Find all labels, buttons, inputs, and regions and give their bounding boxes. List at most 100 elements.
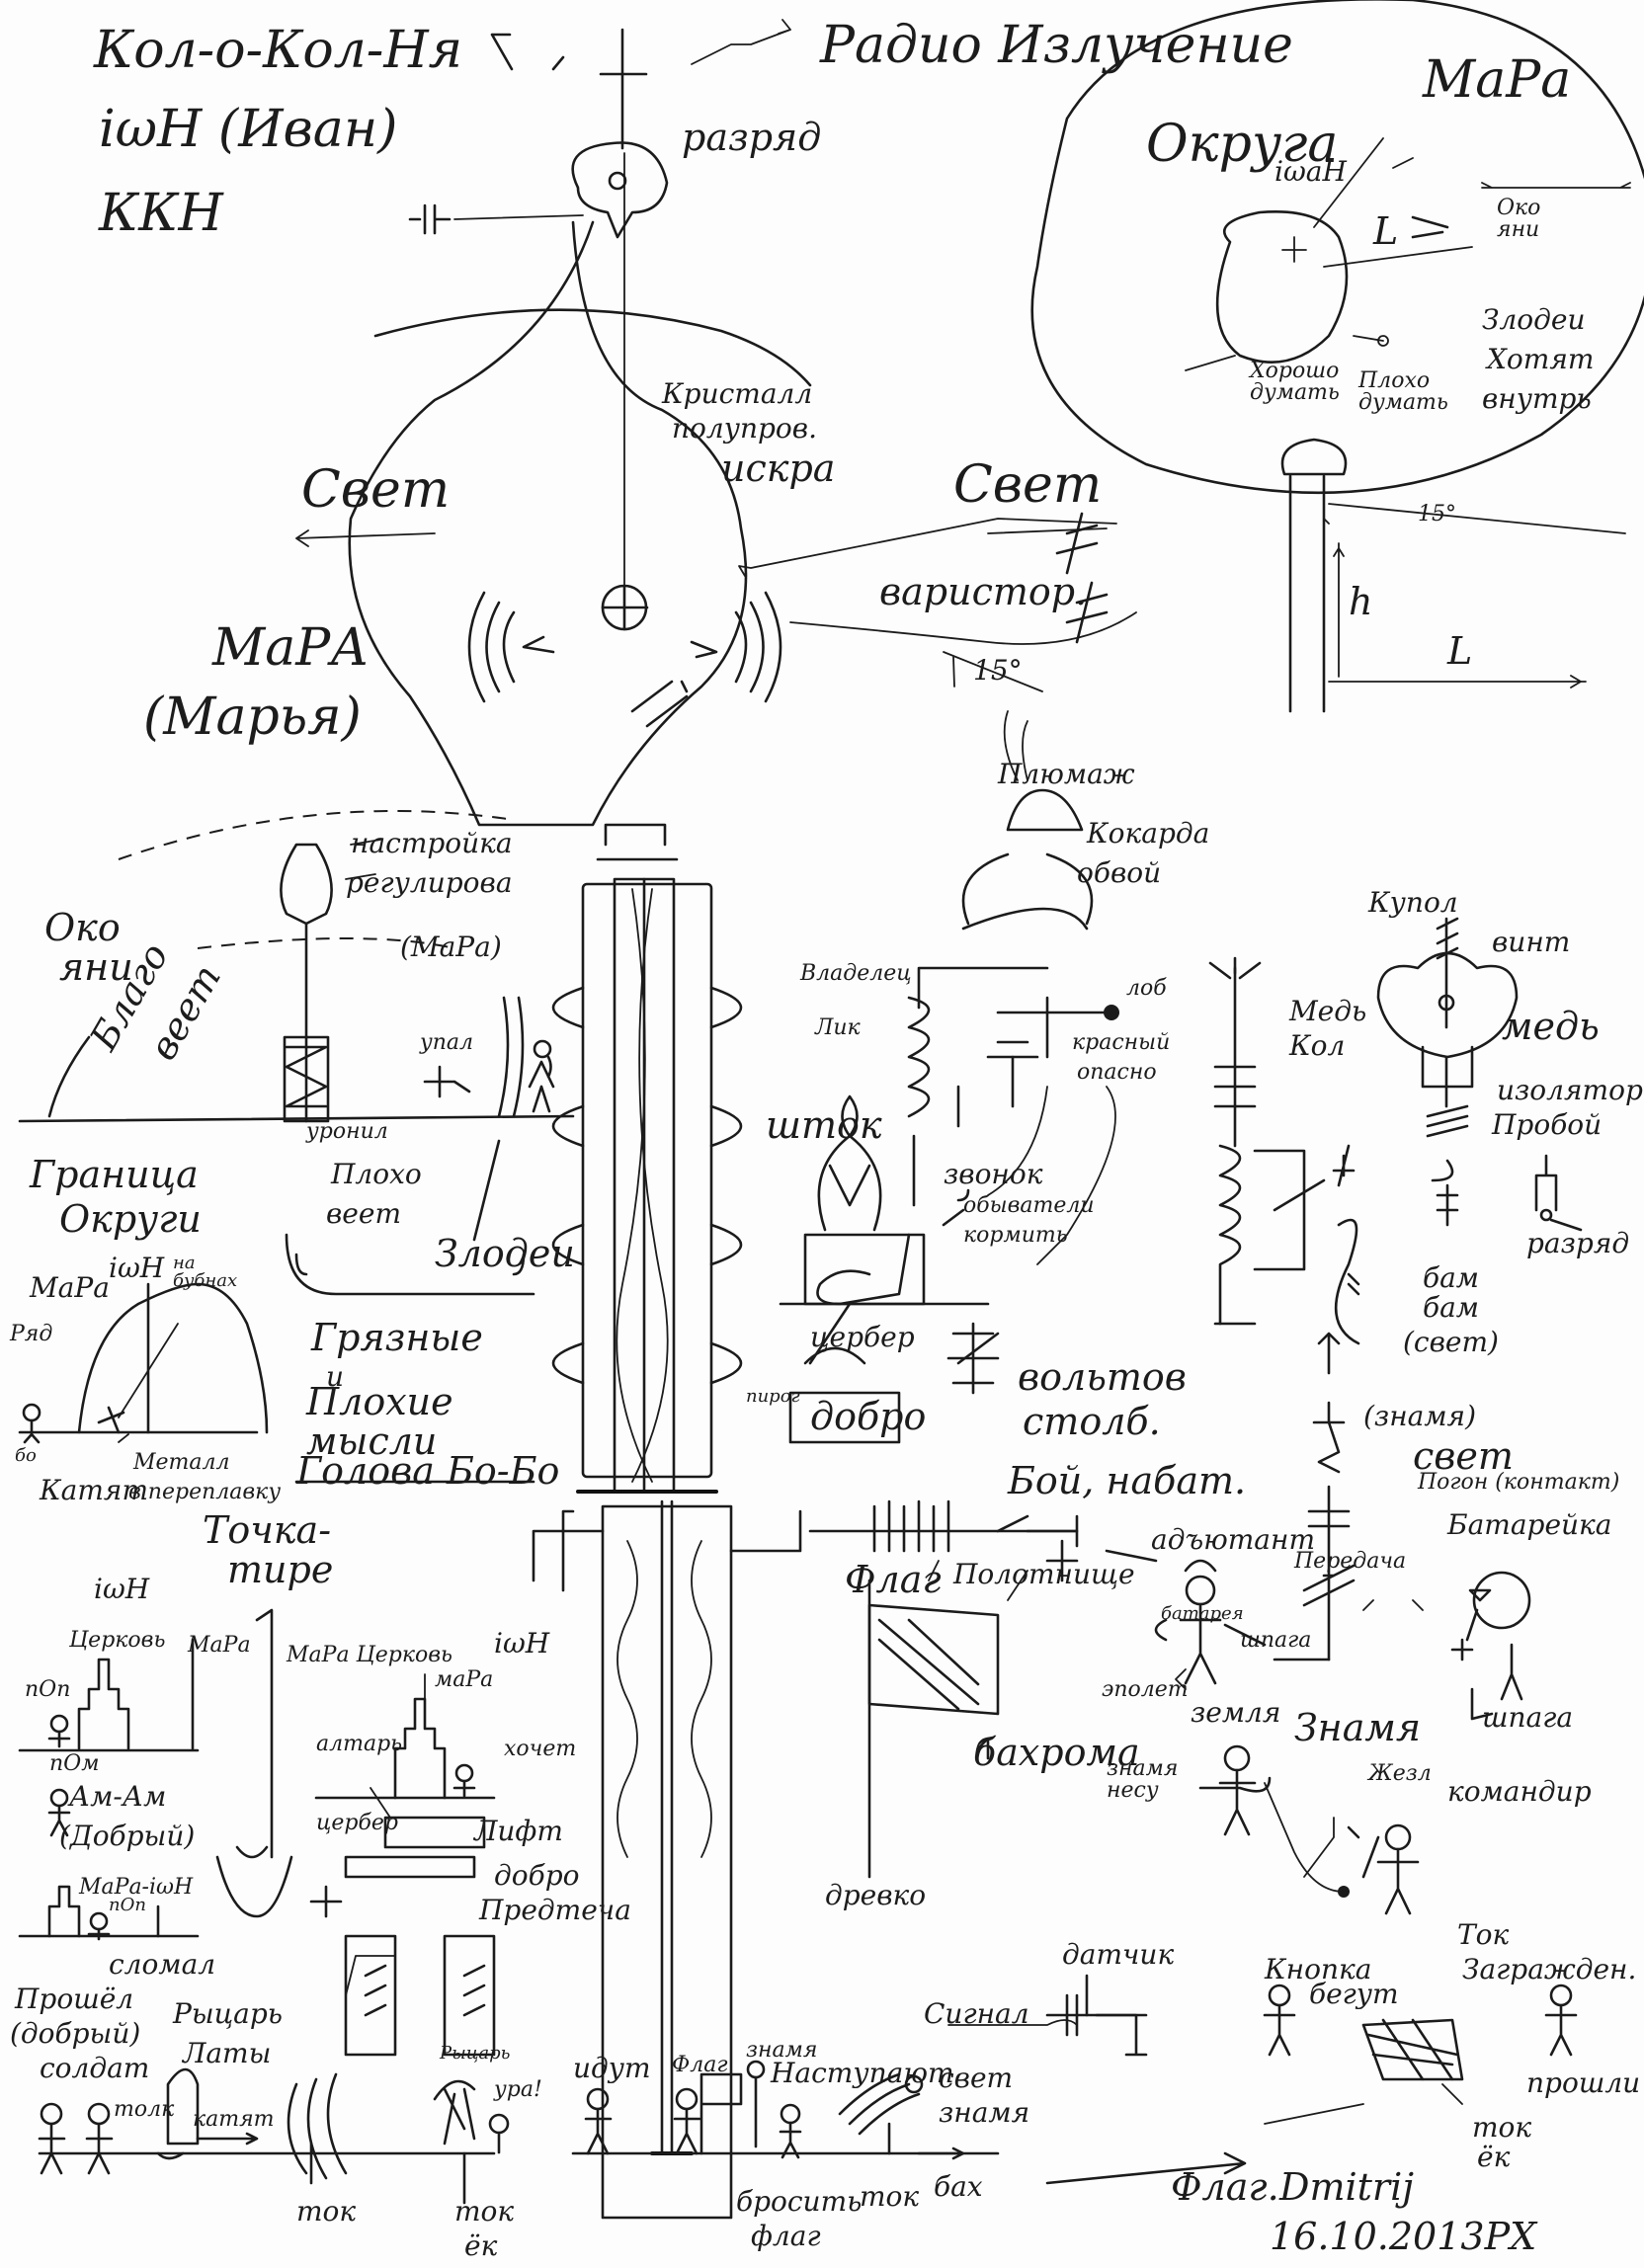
radio-label: Радио Излучение — [820, 16, 1293, 75]
altar-mara-tserkov: МаРа Церковь — [287, 1643, 453, 1667]
pole-L: L — [1447, 629, 1473, 673]
znamya-paren-label: (знамя) — [1363, 1400, 1477, 1432]
mountain-bo: бо — [15, 1445, 37, 1466]
mountain-metall: Металл — [133, 1450, 230, 1475]
plyumazh-label: Плюмаж — [998, 758, 1135, 790]
zemlya-label: земля — [1191, 1696, 1281, 1729]
okruga-title: Округа — [1146, 115, 1339, 174]
okruga-zlodei: Злодеи — [1482, 303, 1586, 336]
scene-ek: ёк — [464, 2229, 498, 2262]
scene-flag-2: флаг — [751, 2220, 821, 2252]
svet-paren-label: (свет) — [1403, 1326, 1499, 1358]
okruga-iwan: iωaH — [1274, 155, 1347, 188]
tower-bulb — [348, 152, 812, 861]
adyutant-label: адъютант — [1151, 1523, 1315, 1556]
okruga-vnutr: внутрь — [1482, 382, 1592, 415]
flag-label: Флаг — [845, 1558, 942, 1601]
kokarda-label: Кокарда — [1087, 817, 1210, 850]
yani-label: яни — [59, 945, 133, 989]
left-mara-label: (МаРа) — [400, 931, 502, 963]
proboy-label: Пробой — [1492, 1108, 1603, 1141]
tire-label: тире — [227, 1548, 334, 1591]
marya-label: (Марья) — [143, 688, 362, 747]
svet-left-label: Свет — [301, 460, 451, 520]
obvoy-label: обвой — [1077, 856, 1162, 889]
thoughts-line-4: мысли — [306, 1419, 438, 1463]
batareya-label: батарея — [1161, 1603, 1244, 1624]
med-right-label: медь — [1502, 1005, 1600, 1048]
tolk-label: толк — [114, 2097, 175, 2122]
kupol-razryad-label: разряд — [1526, 1227, 1630, 1259]
soldat-label: солдат — [40, 2052, 150, 2084]
bah-label: бах — [934, 2170, 983, 2203]
svet-right-label: Свет — [953, 455, 1103, 515]
altar-diagram — [309, 1673, 496, 2057]
voltov-label-1: вольтов — [1018, 1355, 1187, 1399]
brosit-label: бросить — [736, 2185, 863, 2218]
scene-znamya: знамя — [746, 2038, 818, 2063]
pirog-label: пирог — [746, 1386, 800, 1407]
epolet-label: эполет — [1102, 1677, 1189, 1702]
lb-mara-label: МаРа — [188, 1633, 251, 1658]
golova-label: Голова Бо-Бо — [296, 1449, 560, 1493]
lb-katyat-label: катят — [193, 2107, 275, 2132]
shpaga-2-label: шпага — [1482, 1701, 1574, 1734]
obyvatel-label: обыватели — [963, 1193, 1095, 1218]
left-zlodei-label: Злодеи — [435, 1232, 575, 1275]
okruga-inset — [1030, 0, 1644, 495]
bottom-scene — [433, 2060, 1000, 2205]
lb-tok-label: ток — [296, 2195, 357, 2228]
scene-znamya-2: знамя — [939, 2096, 1030, 2129]
left-bottom-scene — [18, 1608, 496, 2185]
mara-label: МаРА — [212, 618, 370, 678]
thoughts-line-3: Плохие — [306, 1380, 453, 1423]
scene-tok: ток — [454, 2195, 515, 2228]
regulirovka-label: регулирова — [346, 866, 513, 899]
tochka-label: Точка- — [203, 1508, 332, 1552]
znamya-circuit — [1154, 1332, 1531, 1878]
kupol-label: Купол — [1368, 886, 1458, 919]
scene-tok-2: ток — [860, 2180, 920, 2213]
med-left-label: Медь — [1289, 995, 1367, 1027]
vint-label: винт — [1492, 926, 1571, 958]
zhezl-label: Жезл — [1368, 1761, 1432, 1786]
shtok-label: шток — [766, 1103, 882, 1147]
okruga-L: L — [1373, 209, 1399, 253]
signature-name: Dmitrij — [1279, 2165, 1415, 2209]
proshel-label: Прошёл — [15, 1983, 134, 2015]
thoughts-block — [294, 1253, 535, 1484]
drevko-label: древко — [825, 1879, 927, 1911]
tok-ek-1-label: ток — [1472, 2111, 1532, 2144]
altar-mara-2: маРа — [435, 1667, 494, 1692]
pole-h: h — [1349, 580, 1373, 623]
lb-iwn-label: iωH — [94, 1573, 150, 1605]
kristall-label: Кристалл — [662, 377, 813, 410]
zagrazhd-label: Загражден. — [1462, 1953, 1637, 1985]
altar-label: алтарь — [316, 1732, 403, 1756]
lb-pom-label: пОм — [49, 1751, 100, 1776]
proshli-label: прошли — [1526, 2066, 1641, 2099]
nastupayut-label: Наступают — [771, 2057, 954, 2089]
signal-label: Сигнал — [924, 1997, 1029, 2030]
begut-label: бегут — [1309, 1978, 1399, 2010]
bahroma-label: бахрома — [973, 1731, 1140, 1774]
mountain-katyat: Катят — [40, 1474, 149, 1506]
commander-scene — [1045, 1782, 1578, 2185]
predtecha-label: Предтеча — [479, 1894, 631, 1926]
scene-flag: Флаг — [672, 2053, 728, 2077]
znamya-flag-label: Флаг. — [1171, 2165, 1279, 2209]
batareyka-label: Батарейка — [1447, 1508, 1612, 1541]
upal-label: упал — [420, 1030, 474, 1055]
mountain-na-bubnah: на бубнах — [173, 1253, 238, 1291]
poluprov-label: полупров. — [672, 412, 817, 445]
vladelec-label: Владелец — [800, 961, 912, 986]
plume-circuit — [779, 710, 1119, 1444]
dobry-label: (Добрый) — [59, 1820, 196, 1852]
mountain-diagram — [18, 1282, 269, 1444]
komandir-label: командир — [1447, 1775, 1592, 1808]
znamya-tok-label: Ток — [1457, 1918, 1510, 1951]
discharge-head — [408, 141, 669, 239]
nastroyka-label: настройка — [351, 827, 513, 859]
